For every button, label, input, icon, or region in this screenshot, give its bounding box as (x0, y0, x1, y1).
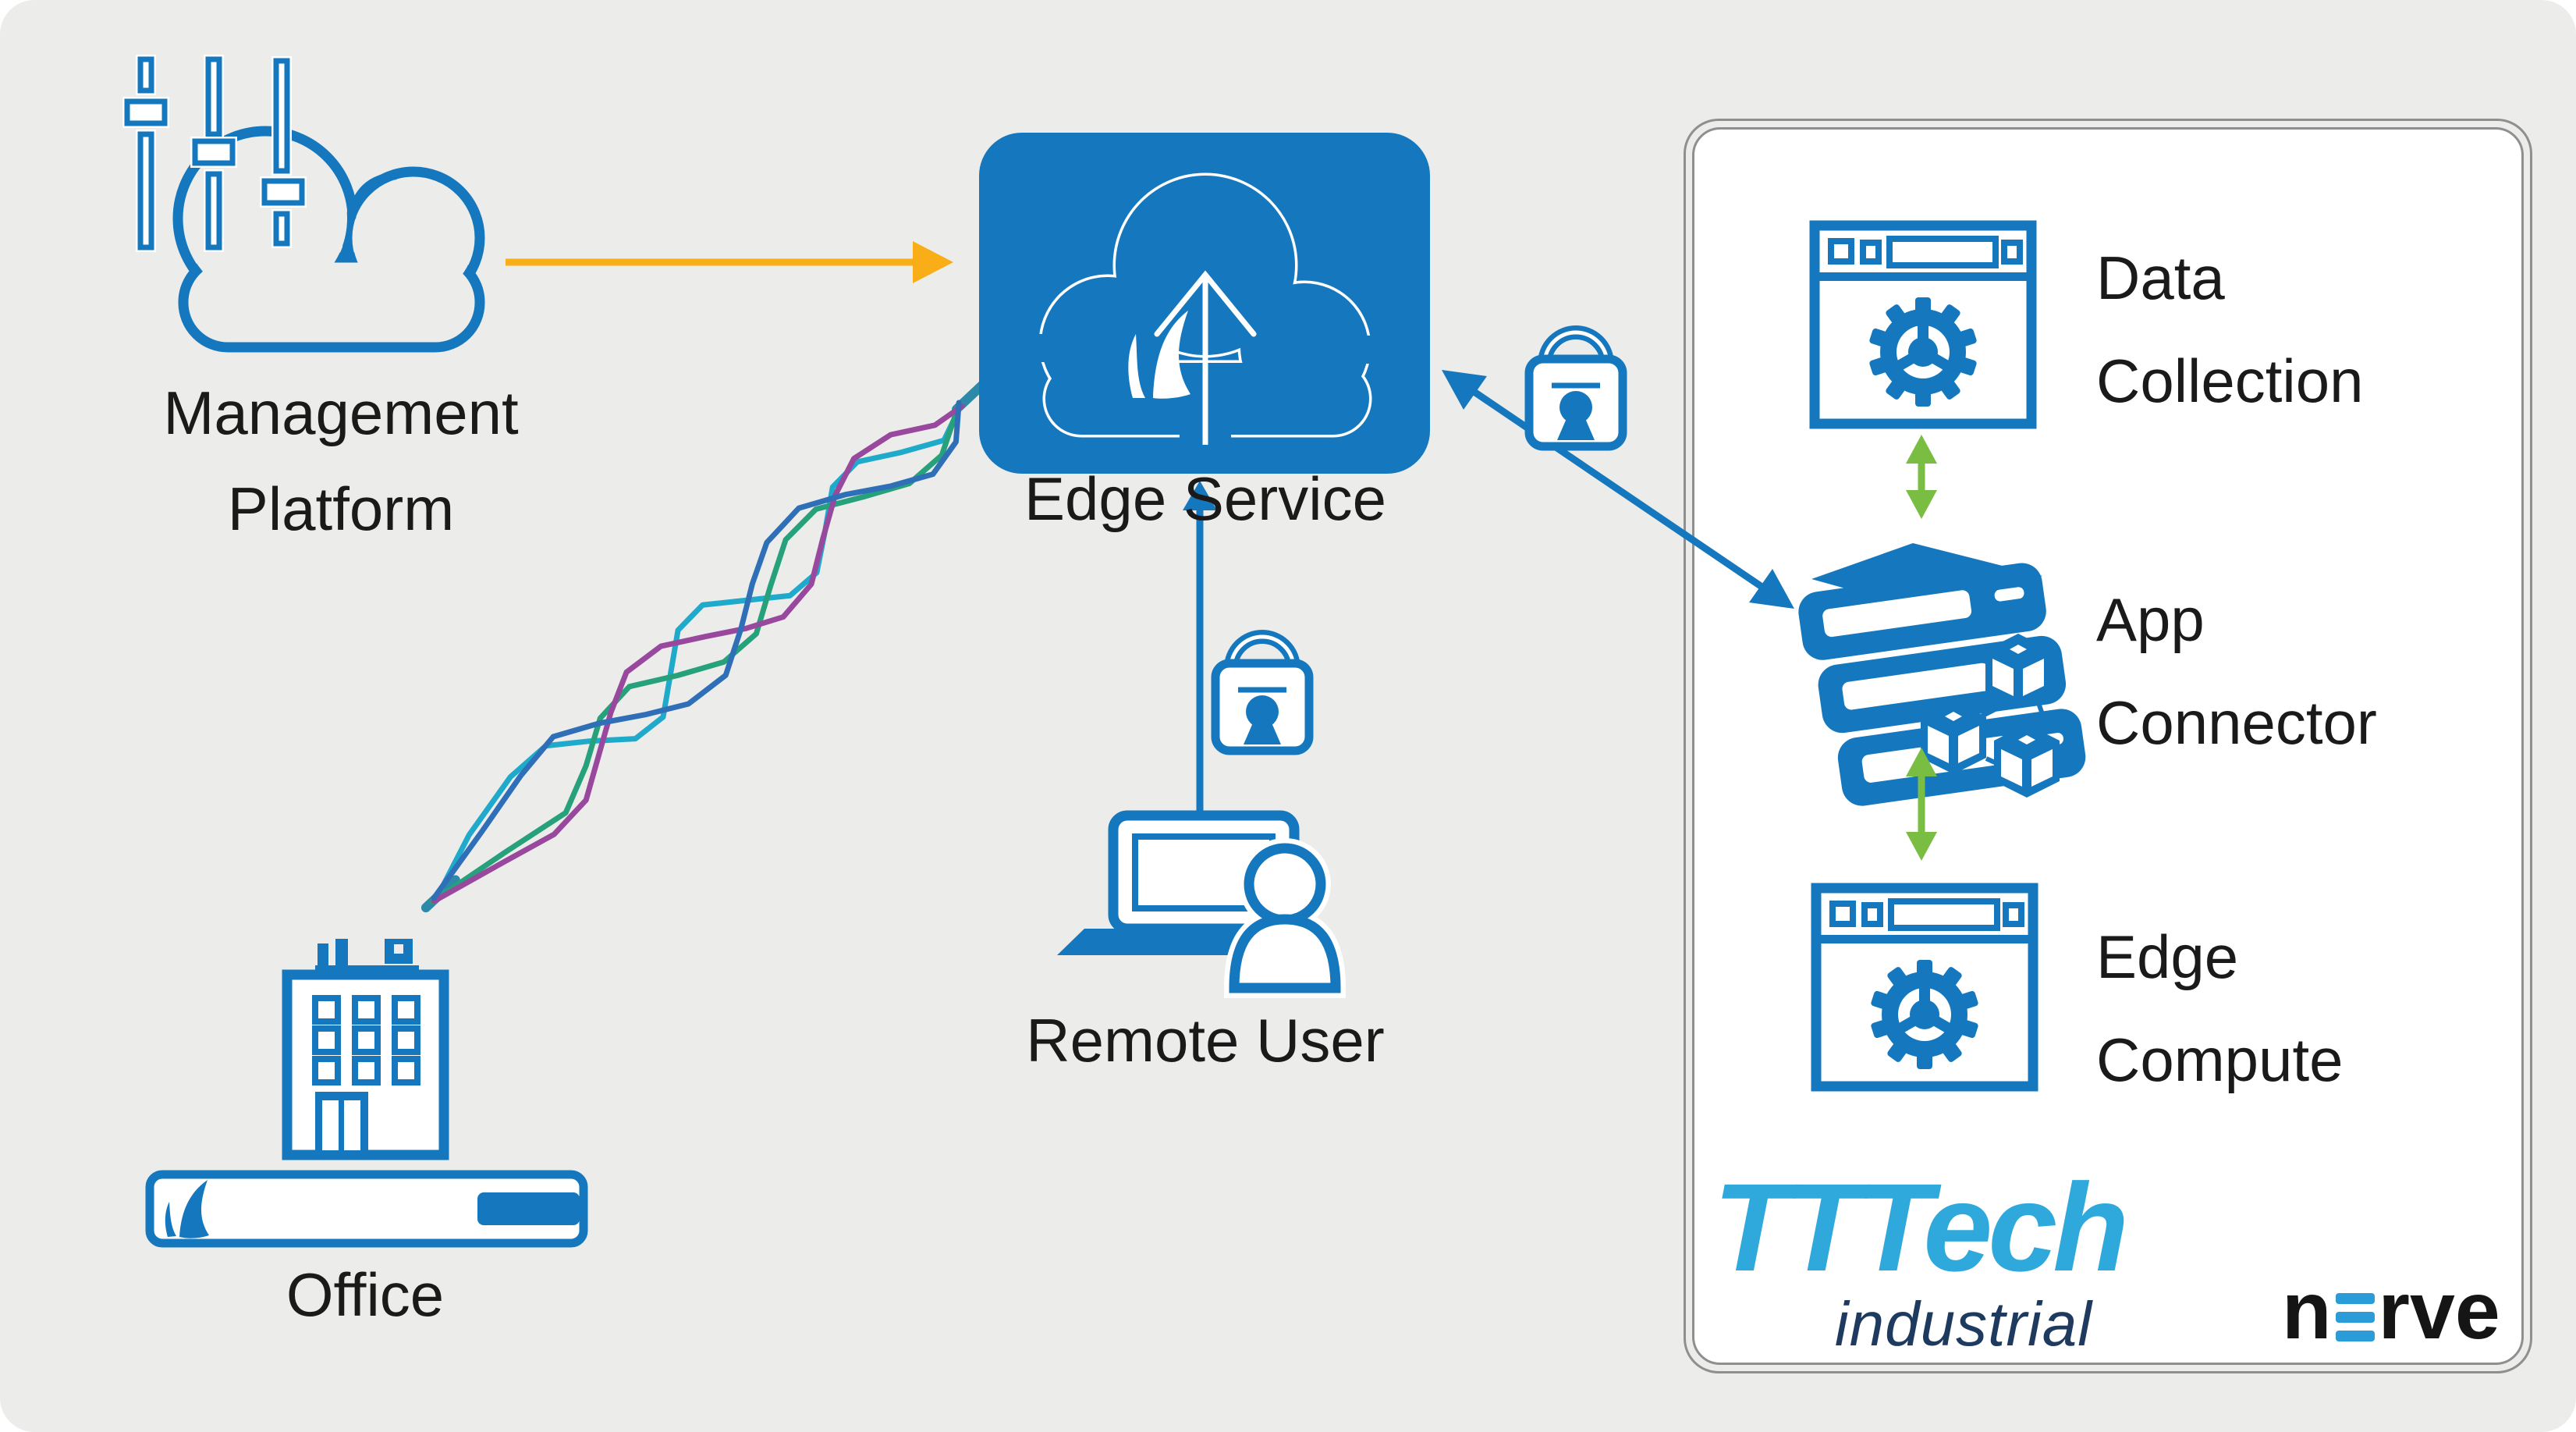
edge-service-box (979, 133, 1430, 474)
server-stack-containers-icon (1798, 543, 2086, 806)
appliance-icon (145, 1170, 588, 1248)
braided-tunnel-lines (420, 377, 991, 913)
office-building-appliance-icon (145, 939, 588, 1248)
edge-compute-label: Edge Compute (2096, 922, 2344, 1094)
cloud-upload-icon (1036, 172, 1375, 445)
office-label: Office (286, 1260, 445, 1329)
app-connector-label: App Connector (2096, 585, 2377, 757)
laptop-user-icon (1057, 810, 1347, 998)
remote-user-to-edge-arrow (1183, 481, 1217, 813)
edge-service-label: Edge Service (1024, 464, 1386, 533)
nerve-logo: n rve (2282, 1260, 2500, 1354)
data-to-app-arrow (1906, 435, 1937, 519)
browser-gear-icon (1815, 226, 2031, 424)
edge-to-app-connector-arrow (1442, 370, 1794, 609)
management-platform-label: Management Platform (163, 378, 519, 543)
data-collection-label: Data Collection (2096, 243, 2364, 415)
tttech-industrial-wordmark: industrial (1834, 1289, 2092, 1359)
slider-control (190, 55, 237, 252)
nerve-logo-e-bars-icon (2335, 1293, 2375, 1341)
browser-gear-icon (1816, 888, 2033, 1086)
nerve-logo-rve: rve (2378, 1265, 2500, 1356)
cloud-sliders-icon (122, 55, 485, 353)
nerve-logo-n: n (2282, 1265, 2332, 1356)
management-to-edge-arrow (506, 241, 953, 283)
building-icon (282, 939, 449, 1160)
remote-user-label: Remote User (1026, 1006, 1385, 1075)
slider-control (260, 56, 307, 248)
padlock-user-icon (1529, 332, 1623, 446)
tttech-logo: TTTech (1713, 1157, 2129, 1297)
padlock-user-icon (1215, 637, 1309, 751)
slider-control (122, 55, 169, 252)
app-to-edge-compute-arrow (1906, 748, 1937, 861)
